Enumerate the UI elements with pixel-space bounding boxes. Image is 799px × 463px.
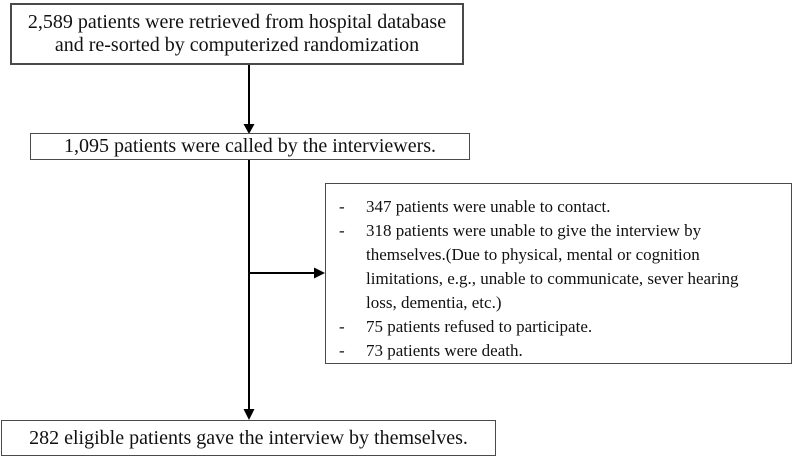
dash-bullet: - xyxy=(339,221,345,240)
excluded-patients-box: - 347 patients were unable to contact. -… xyxy=(325,183,792,364)
eligible-patients-text: 282 eligible patients gave the interview… xyxy=(29,426,468,449)
dash-bullet: - xyxy=(339,341,345,360)
list-item: - 75 patients refused to participate. xyxy=(326,315,791,339)
arrow-right-icon xyxy=(314,267,325,279)
called-patients-text: 1,095 patients were called by the interv… xyxy=(63,135,437,157)
retrieved-patients-box: 2,589 patients were retrieved from hospi… xyxy=(10,3,464,65)
excluded-item-text: 75 patients refused to participate. xyxy=(366,317,593,336)
retrieved-patients-line1: 2,589 patients were retrieved from hospi… xyxy=(27,11,447,33)
excluded-item-text: 73 patients were death. xyxy=(366,341,523,360)
excluded-item-text: 347 patients were unable to contact. xyxy=(366,197,611,216)
arrow-down-icon xyxy=(243,409,255,420)
called-patients-box: 1,095 patients were called by the interv… xyxy=(30,133,470,160)
dash-bullet: - xyxy=(339,197,345,216)
eligible-patients-box: 282 eligible patients gave the interview… xyxy=(1,420,496,456)
excluded-item-text: 318 patients were unable to give the int… xyxy=(366,221,739,312)
list-item: - 318 patients were unable to give the i… xyxy=(326,219,791,315)
dash-bullet: - xyxy=(339,317,345,336)
retrieved-patients-line2: and re-sorted by computerized randomizat… xyxy=(54,34,420,56)
list-item: - 73 patients were death. xyxy=(326,339,791,363)
list-item: - 347 patients were unable to contact. xyxy=(326,195,791,219)
